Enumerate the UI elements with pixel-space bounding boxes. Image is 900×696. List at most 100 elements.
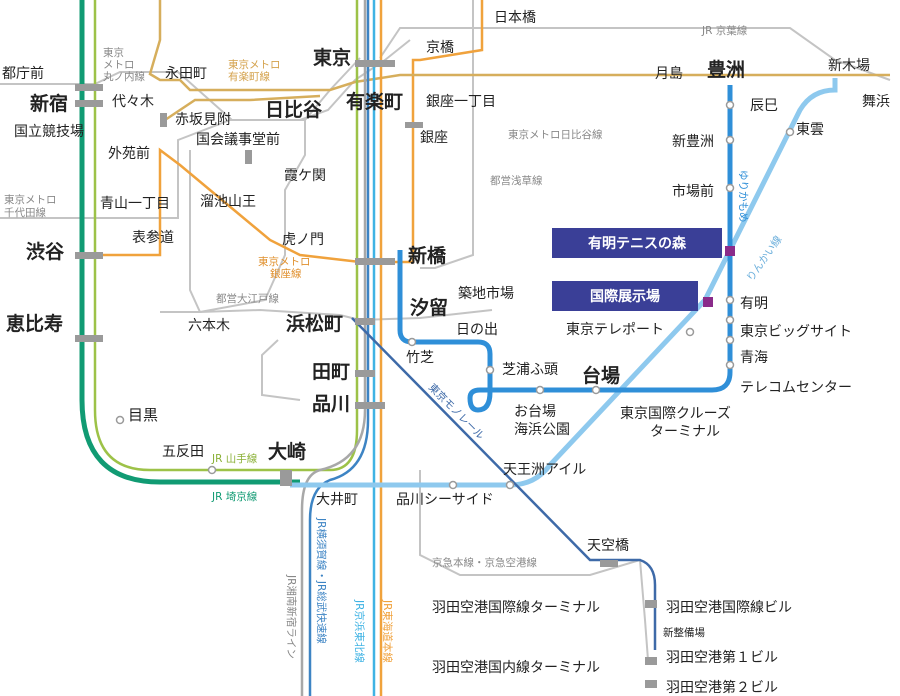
- chiyoda-line: [0, 57, 361, 219]
- keihin-label: JR京浜東北線: [353, 599, 366, 663]
- keiyo-label: JR 京葉線: [701, 24, 748, 37]
- station-aomi: 青海: [740, 350, 768, 366]
- station-telecom: テレコムセンター: [740, 380, 852, 396]
- yamanote-label: JR 山手線: [211, 452, 258, 465]
- yurakucho-label-2: 有楽町線: [228, 70, 270, 83]
- station-tennozu: 天王洲アイル: [503, 462, 586, 478]
- station-teleport: 東京テレポート: [566, 322, 664, 338]
- chiyoda-label-a: 東京メトロ: [4, 193, 57, 206]
- station-shinagawa: 品川: [312, 393, 350, 415]
- station-tenkubashi: 天空橋: [587, 538, 629, 554]
- station-seibi: 新整備場: [663, 626, 705, 639]
- monorail-line: [351, 317, 657, 650]
- yurikamome-label: ゆりかもめ: [737, 170, 749, 223]
- station-odaiba: お台場: [514, 404, 556, 420]
- marunouchi-label-b: メトロ: [103, 59, 135, 71]
- ginza-spur: [164, 94, 321, 122]
- station-gotanda: 五反田: [162, 444, 204, 460]
- ginza-label-a: 東京メトロ: [258, 255, 311, 268]
- station-cruise: 東京国際クルーズ: [620, 406, 731, 422]
- station-shiodome: 汐留: [410, 296, 448, 319]
- ginza-line: [95, 0, 484, 264]
- marunouchi-label-a: 東京: [103, 46, 124, 59]
- station-kyobashi: 京橋: [426, 40, 454, 56]
- shonan-label: JR湘南新宿ライン: [285, 574, 298, 659]
- station-hinode: 日の出: [456, 322, 498, 338]
- station-shintoyosu: 新豊洲: [672, 134, 714, 150]
- station-toranomon: 虎ノ門: [282, 232, 324, 248]
- station-haneda-intl-terminal: 羽田空港国際線ターミナル: [432, 600, 600, 616]
- keiyo-line: [379, 27, 891, 81]
- station-yurakucho: 有楽町: [346, 90, 403, 113]
- station-akasaka: 赤坂見附: [175, 112, 231, 128]
- highlight-labels: 有明テニスの森 国際展示場: [552, 228, 722, 311]
- station-aoyama: 青山一丁目: [100, 196, 170, 212]
- station-ginza: 銀座: [420, 130, 448, 146]
- station-tamachi: 田町: [312, 361, 350, 383]
- marunouchi-label-c: 丸ノ内線: [103, 70, 145, 83]
- station-shibuya: 渋谷: [26, 240, 65, 263]
- station-tsukishima: 月島: [655, 66, 683, 82]
- yokosuka-line: [308, 0, 370, 696]
- station-shinagawa-seaside: 品川シーサイド: [396, 492, 494, 508]
- line-labels: JR 京葉線 東京メトロ 有楽町線 東京 メトロ 丸ノ内線 東京メトロ 千代田線…: [4, 24, 785, 663]
- station-toyosu: 豊洲: [707, 58, 745, 81]
- station-shibaura: 芝浦ふ頭: [502, 362, 558, 378]
- chiyoda-label-b: 千代田線: [4, 206, 46, 219]
- keikyu-line: [419, 470, 649, 661]
- kokusai-tenjijo-label: 国際展示場: [590, 288, 660, 305]
- station-haneda-dom-terminal: 羽田空港国内線ターミナル: [432, 660, 600, 676]
- station-roppongi: 六本木: [188, 318, 230, 334]
- station-tokyo: 東京: [313, 46, 351, 69]
- station-haneda-t1: 羽田空港第１ビル: [666, 649, 778, 666]
- station-labels: 都庁前 新宿 代々木 国立競技場 外苑前 青山一丁目 表参道 渋谷 恵比寿 目黒…: [2, 10, 890, 696]
- yurakucho-label: 東京メトロ: [228, 58, 281, 71]
- hibiya-subway-line: [160, 120, 306, 313]
- station-gaienmae: 外苑前: [108, 145, 150, 162]
- station-ginza1: 銀座一丁目: [426, 94, 496, 110]
- oedo-line-2: [261, 339, 301, 401]
- station-nihonbashi: 日本橋: [494, 10, 536, 26]
- station-ebisu: 恵比寿: [6, 312, 63, 335]
- highlight-markers: [703, 246, 735, 307]
- station-hamamatsucho: 浜松町: [286, 312, 343, 335]
- station-daiba: 台場: [582, 364, 620, 387]
- station-omotesando: 表参道: [132, 229, 174, 246]
- kokusai-tenjijo-dot: [703, 297, 713, 307]
- saikyo-line: [79, 0, 300, 485]
- station-tochomae: 都庁前: [2, 65, 44, 82]
- station-markers: [75, 60, 657, 688]
- station-kokkai: 国会議事堂前: [196, 131, 280, 148]
- ariake-tennis-label: 有明テニスの森: [588, 235, 687, 252]
- oedo-label: 都営大江戸線: [216, 292, 279, 305]
- station-meguro: 目黒: [128, 406, 158, 424]
- station-oimachi: 大井町: [316, 492, 358, 508]
- asakusa-line: [420, 0, 474, 269]
- station-ariake: 有明: [740, 296, 768, 312]
- station-nagatacho: 永田町: [165, 66, 207, 82]
- station-kasumigaseki: 霞ケ関: [284, 168, 326, 184]
- saikyo-label: JR 埼京線: [211, 490, 258, 503]
- station-shinonome: 東雲: [796, 122, 824, 138]
- station-shijomae: 市場前: [672, 183, 714, 200]
- station-shinjuku: 新宿: [30, 92, 68, 115]
- station-kokuritsu: 国立競技場: [14, 124, 84, 140]
- station-maihama: 舞浜: [862, 94, 890, 110]
- station-takeshiba: 竹芝: [406, 350, 434, 366]
- station-osaki: 大崎: [268, 440, 306, 463]
- station-odaiba-2: 海浜公園: [514, 422, 570, 438]
- ariake-tennis-box: [552, 228, 722, 258]
- station-bigsight: 東京ビッグサイト: [740, 324, 852, 340]
- station-shinkiba: 新木場: [828, 58, 870, 74]
- gray-lines: [0, 0, 891, 661]
- station-haneda-intl-bldg: 羽田空港国際線ビル: [666, 600, 792, 616]
- station-hibiya: 日比谷: [265, 99, 323, 121]
- tokaido-label: JR東海道本線: [381, 599, 394, 663]
- station-haneda-t2: 羽田空港第２ビル: [666, 679, 778, 696]
- rinkai-label: りんかい線: [744, 233, 785, 284]
- hibiya-line-label: 東京メトロ日比谷線: [508, 128, 603, 141]
- asakusa-label: 都営浅草線: [490, 174, 543, 187]
- station-tameike: 溜池山王: [200, 194, 256, 210]
- ariake-tennis-dot: [725, 246, 735, 256]
